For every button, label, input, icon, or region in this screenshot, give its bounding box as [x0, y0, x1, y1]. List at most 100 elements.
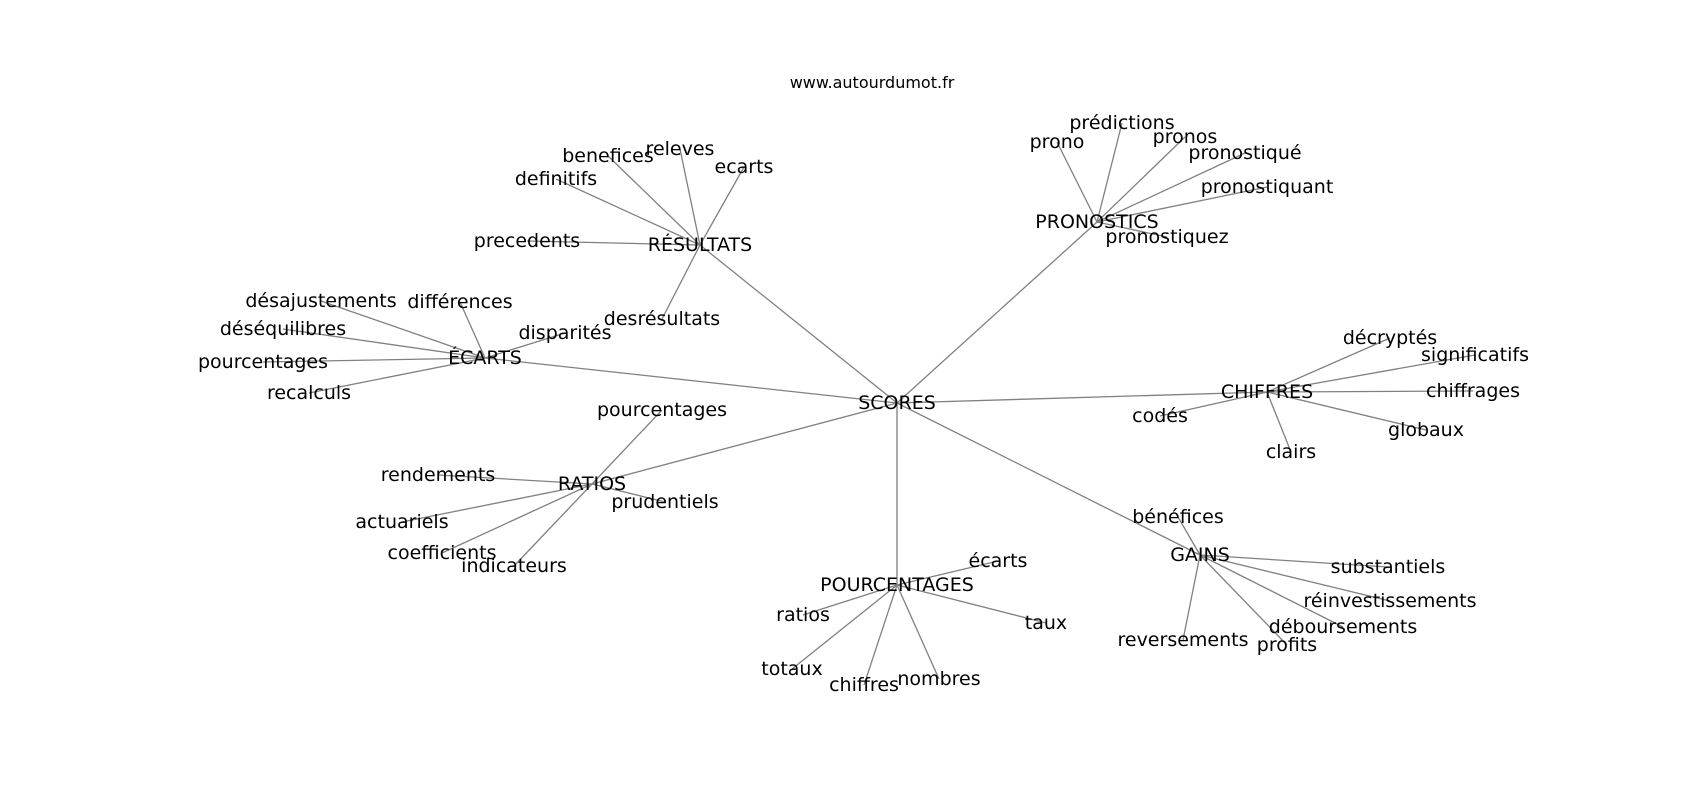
edge-hub-to-word: [1266, 390, 1474, 393]
edge-hub-to-word: [555, 178, 701, 246]
site-watermark: www.autourdumot.fr: [790, 73, 955, 92]
edge-hub-to-word: [591, 409, 663, 485]
edge-hub-to-word: [1199, 554, 1389, 568]
edge-hub-to-word: [863, 584, 898, 686]
edge-hub-to-word: [1266, 391, 1427, 431]
hub-node: CHIFFRES: [1221, 381, 1313, 403]
word-node: taux: [1025, 612, 1067, 634]
edge-hub-to-word: [1177, 516, 1201, 556]
word-node: décryptés: [1343, 327, 1437, 349]
edge-hub-to-word: [1266, 337, 1391, 393]
edge-hub-to-word: [679, 148, 701, 246]
edge-hub-to-word: [1096, 136, 1186, 223]
word-node: indicateurs: [461, 555, 567, 577]
word-node: coefficients: [388, 542, 497, 564]
edge-hub-to-word: [1199, 554, 1391, 602]
edge-center-to-hub: [699, 244, 898, 404]
hub-node: RATIOS: [558, 473, 626, 495]
word-node: clairs: [1266, 441, 1316, 463]
word-node: déboursements: [1269, 616, 1417, 638]
edge-hub-to-word: [320, 300, 486, 359]
word-node: significatifs: [1421, 344, 1529, 366]
hub-node: POURCENTAGES: [820, 574, 974, 596]
word-node: pronostiqué: [1188, 142, 1301, 164]
edge-center-to-hub: [896, 221, 1098, 404]
word-node: disparités: [518, 322, 611, 344]
edge-hub-to-word: [1096, 152, 1246, 223]
hub-node: PRONOSTICS: [1035, 211, 1158, 233]
edge-center-to-hub: [896, 402, 1201, 556]
word-node: pronos: [1153, 126, 1218, 148]
word-node: chiffrages: [1426, 380, 1520, 402]
word-node: pourcentages: [597, 399, 727, 421]
hub-node: RÉSULTATS: [648, 233, 752, 256]
word-node: prono: [1030, 131, 1085, 153]
edge-hub-to-word: [1096, 221, 1168, 238]
word-node: releves: [646, 138, 715, 160]
edge-center-to-hub: [591, 402, 898, 485]
edge-hub-to-word: [1266, 354, 1476, 393]
word-node: ecarts: [715, 156, 774, 178]
edge-center-to-hub: [896, 391, 1268, 404]
word-node: desrésultats: [604, 308, 720, 330]
edge-hub-to-word: [1182, 554, 1201, 641]
word-node: ratios: [776, 604, 830, 626]
edge-hub-to-word: [661, 244, 701, 320]
word-node: pronostiquant: [1201, 176, 1334, 198]
hub-node: ÉCARTS: [448, 346, 522, 369]
graph-edges: [262, 122, 1476, 686]
word-node: nombres: [897, 668, 980, 690]
edge-hub-to-word: [437, 474, 593, 485]
word-node: substantiels: [1331, 556, 1446, 578]
word-node: rendements: [381, 464, 495, 486]
edge-hub-to-word: [1096, 186, 1268, 223]
edge-hub-to-word: [513, 483, 593, 567]
hub-node: GAINS: [1170, 544, 1230, 566]
edge-hub-to-word: [401, 483, 593, 523]
word-node: codés: [1132, 405, 1188, 427]
edge-hub-to-word: [896, 584, 940, 680]
edge-hub-to-word: [1056, 141, 1098, 223]
edge-hub-to-word: [484, 332, 566, 359]
edge-hub-to-word: [1266, 391, 1292, 453]
word-node: actuariels: [355, 511, 448, 533]
word-node: profits: [1257, 634, 1317, 656]
edge-hub-to-word: [1096, 122, 1123, 223]
edge-hub-to-word: [791, 584, 898, 670]
edge-hub-to-word: [1159, 391, 1268, 417]
edge-hub-to-word: [526, 240, 701, 246]
word-node: reversements: [1117, 629, 1248, 651]
edge-hub-to-word: [896, 584, 1047, 624]
word-node: prédictions: [1069, 112, 1174, 134]
word-node: precedents: [474, 230, 580, 252]
edge-hub-to-word: [591, 483, 666, 503]
edge-hub-to-word: [262, 357, 486, 363]
word-node: réinvestissements: [1303, 590, 1476, 612]
edge-hub-to-word: [1199, 554, 1288, 646]
word-node: recalculs: [267, 382, 351, 404]
edge-hub-to-word: [802, 584, 898, 616]
word-node: definitifs: [515, 168, 597, 190]
edge-hub-to-word: [607, 155, 701, 246]
edge-hub-to-word: [896, 560, 999, 586]
edge-center-to-hub: [484, 357, 898, 404]
word-node: désajustements: [245, 290, 396, 312]
edge-hub-to-word: [282, 328, 486, 359]
word-node: pronostiquez: [1105, 226, 1228, 248]
edge-hub-to-word: [459, 301, 486, 359]
word-node: déséquilibres: [220, 318, 346, 340]
word-node: pourcentages: [198, 351, 328, 373]
edge-hub-to-word: [441, 483, 593, 554]
center-node: SCORES: [858, 392, 936, 414]
word-node: bénéfices: [1132, 506, 1223, 528]
word-node: écarts: [969, 550, 1028, 572]
word-node: globaux: [1388, 419, 1464, 441]
word-node: différences: [407, 291, 512, 313]
word-node: benefices: [562, 145, 653, 167]
word-node: totaux: [761, 658, 822, 680]
edge-hub-to-word: [1199, 554, 1344, 628]
word-node: chiffres: [829, 674, 899, 696]
word-node: prudentiels: [611, 491, 718, 513]
